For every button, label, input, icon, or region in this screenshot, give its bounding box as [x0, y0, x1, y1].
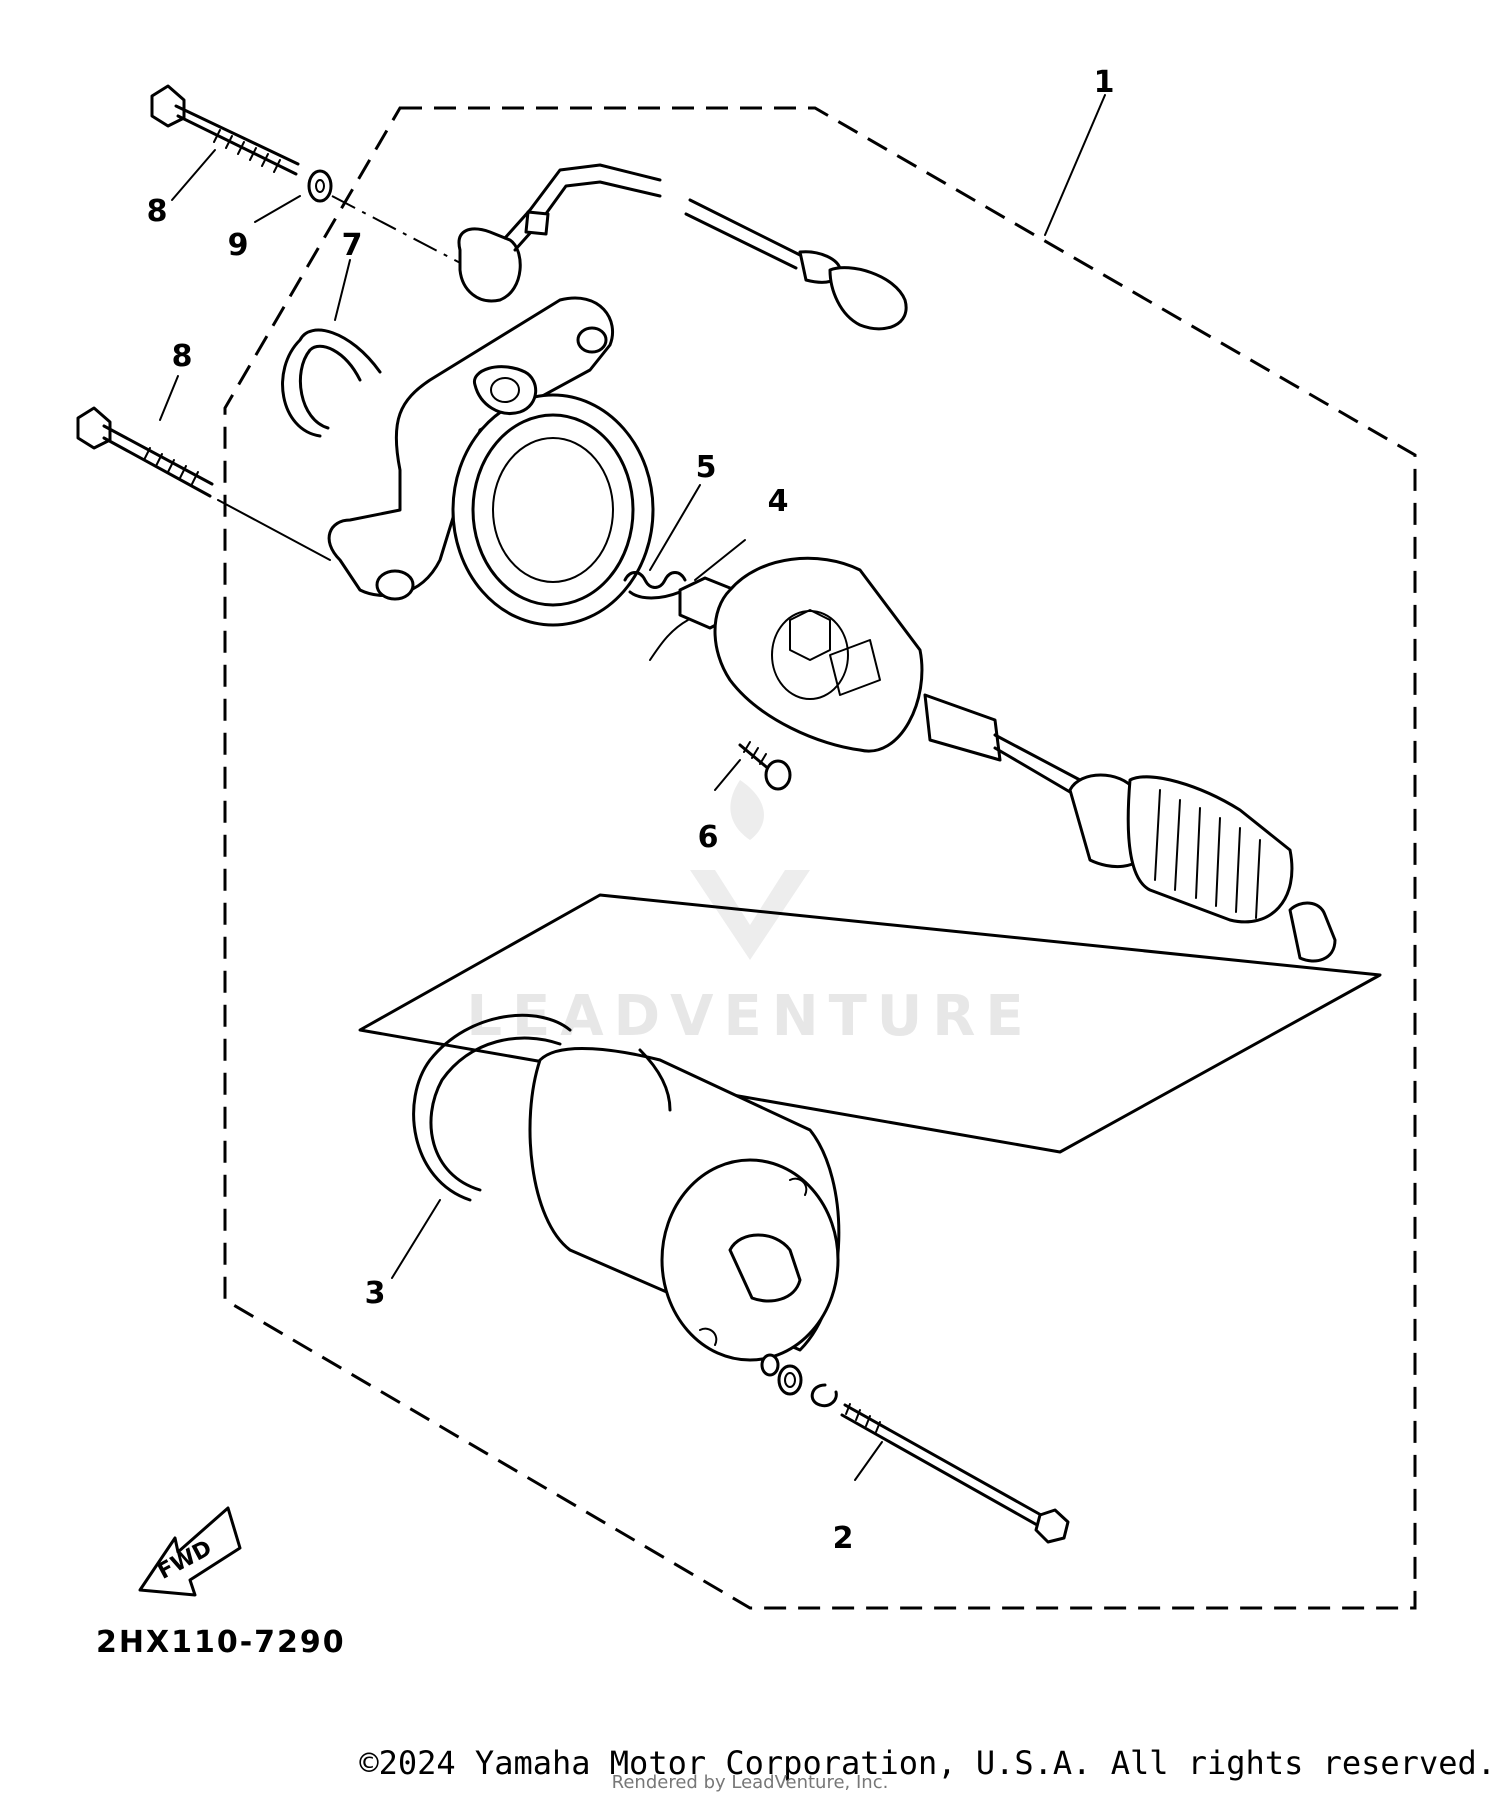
lead-wire [457, 163, 908, 331]
leader-lines [159, 94, 1106, 1481]
rendered-by-notice: Rendered by LeadVenture, Inc. [611, 1772, 889, 1793]
plate-screw [738, 741, 792, 791]
callout-8-lower: 8 [172, 339, 193, 374]
bolt-lower [76, 406, 214, 498]
callout-2: 2 [833, 1521, 854, 1556]
end-washers [760, 1353, 838, 1408]
drawing-code: 2HX110-7290 [96, 1625, 346, 1660]
callout-9: 9 [228, 228, 249, 263]
callout-1: 1 [1094, 65, 1115, 100]
callout-3: 3 [365, 1276, 386, 1311]
o-ring-upper [281, 328, 382, 438]
o-ring-lower [412, 1013, 572, 1202]
callout-6: 6 [698, 820, 719, 855]
front-cover [327, 296, 655, 627]
washer [307, 169, 333, 203]
brush-spring [623, 571, 687, 600]
alignment-line-upper [331, 195, 471, 269]
yoke [528, 1046, 841, 1362]
bolt-upper [150, 84, 300, 176]
brush-holder-plate [713, 556, 924, 753]
copyright-notice: ©2024 Yamaha Motor Corporation, U.S.A. A… [359, 1744, 1496, 1782]
leadventure-watermark: LEADVENTURE [466, 780, 1033, 1049]
callout-4: 4 [768, 484, 789, 519]
callout-8-upper: 8 [147, 194, 168, 229]
armature [923, 693, 1337, 963]
forward-direction-arrow: FWD [138, 1506, 242, 1597]
callout-7: 7 [342, 228, 363, 263]
yoke-assembly-guide [358, 893, 1382, 1154]
callout-5: 5 [696, 450, 717, 485]
through-bolt [840, 1403, 1070, 1544]
starter-motor-assembly-outline [223, 106, 1417, 1610]
watermark-text: LEADVENTURE [466, 984, 1033, 1049]
alignment-line-lower [217, 499, 331, 561]
